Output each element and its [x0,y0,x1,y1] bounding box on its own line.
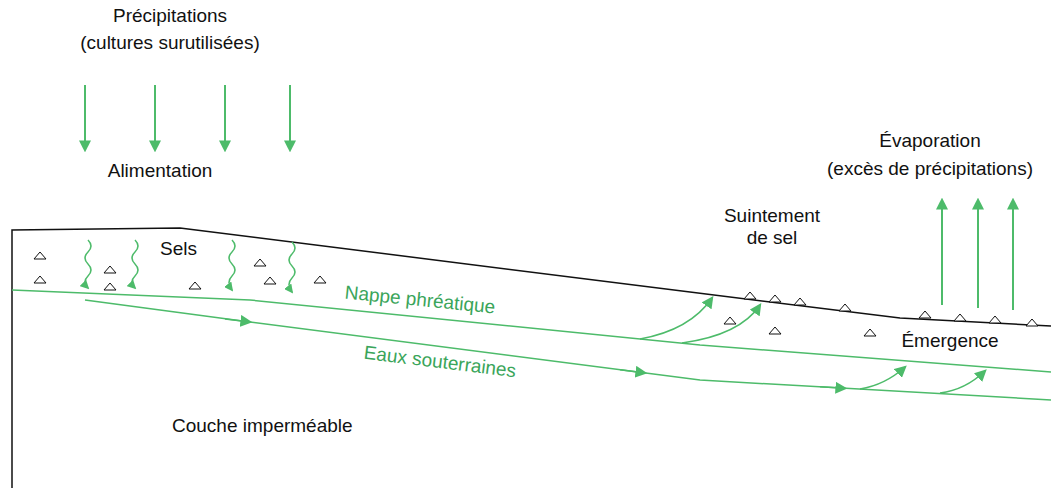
salt-triangle [314,276,326,283]
flow-arrow [620,370,645,373]
groundwater-line [85,300,1051,400]
salt-triangle [34,276,46,283]
rain-arrow [84,85,86,150]
salt-triangle [189,282,201,289]
infiltration-arrow [132,240,138,288]
infiltration-arrow [289,242,295,292]
flow-arrow [820,387,845,389]
salt-triangle [769,327,781,334]
salt-triangle [744,292,756,299]
salt-triangle [264,277,276,284]
salt-triangle [769,295,781,302]
rain-arrow [154,85,156,150]
recharge-label: Alimentation [106,160,215,182]
emergence-arrow [940,371,985,393]
salt-triangle [104,283,116,290]
salt-triangle [794,298,806,305]
evaporation-arrow [1012,200,1014,310]
salt-seepage-label: Suintement de sel [720,205,824,249]
salt-triangle [1026,319,1038,326]
salt-triangle [919,311,931,318]
emergence-label: Émergence [899,330,1000,352]
salt-triangle [724,317,736,324]
salt-symbols [34,252,1038,336]
emergence-arrows [860,367,985,393]
seepage-arrow [682,305,760,343]
infiltration-arrow [85,240,91,288]
salt-triangle [864,329,876,336]
seepage-arrows [640,298,760,343]
salt-triangle [254,259,266,266]
ground-surface [12,228,1051,488]
rain-arrow [289,85,291,150]
infiltration-arrow [229,240,235,290]
water-table-line [12,290,1051,372]
water-table-label: Nappe phréatique [342,281,498,318]
salt-label: Sels [158,238,199,260]
evaporation-arrow [941,200,943,305]
flow-arrow [225,319,250,322]
precipitation-label: Précipitations [111,5,229,27]
evaporation-arrows [942,200,1013,310]
evaporation-arrow [977,200,979,308]
impermeable-layer-label: Couche imperméable [170,415,355,437]
salt-triangle [839,304,851,311]
precipitation-arrows [85,85,290,150]
salt-triangle [34,252,46,259]
precipitation-note: (cultures surutilisées) [78,32,262,54]
salt-triangle [989,316,1001,323]
salt-triangle [954,314,966,321]
salt-triangle [104,266,116,273]
groundwater-label: Eaux souterraines [361,342,520,383]
rain-arrow [224,85,226,150]
evaporation-note: (excès de précipitations) [825,158,1035,180]
evaporation-label: Évaporation [877,130,982,152]
seepage-arrow [640,298,712,339]
emergence-arrow [860,367,905,389]
